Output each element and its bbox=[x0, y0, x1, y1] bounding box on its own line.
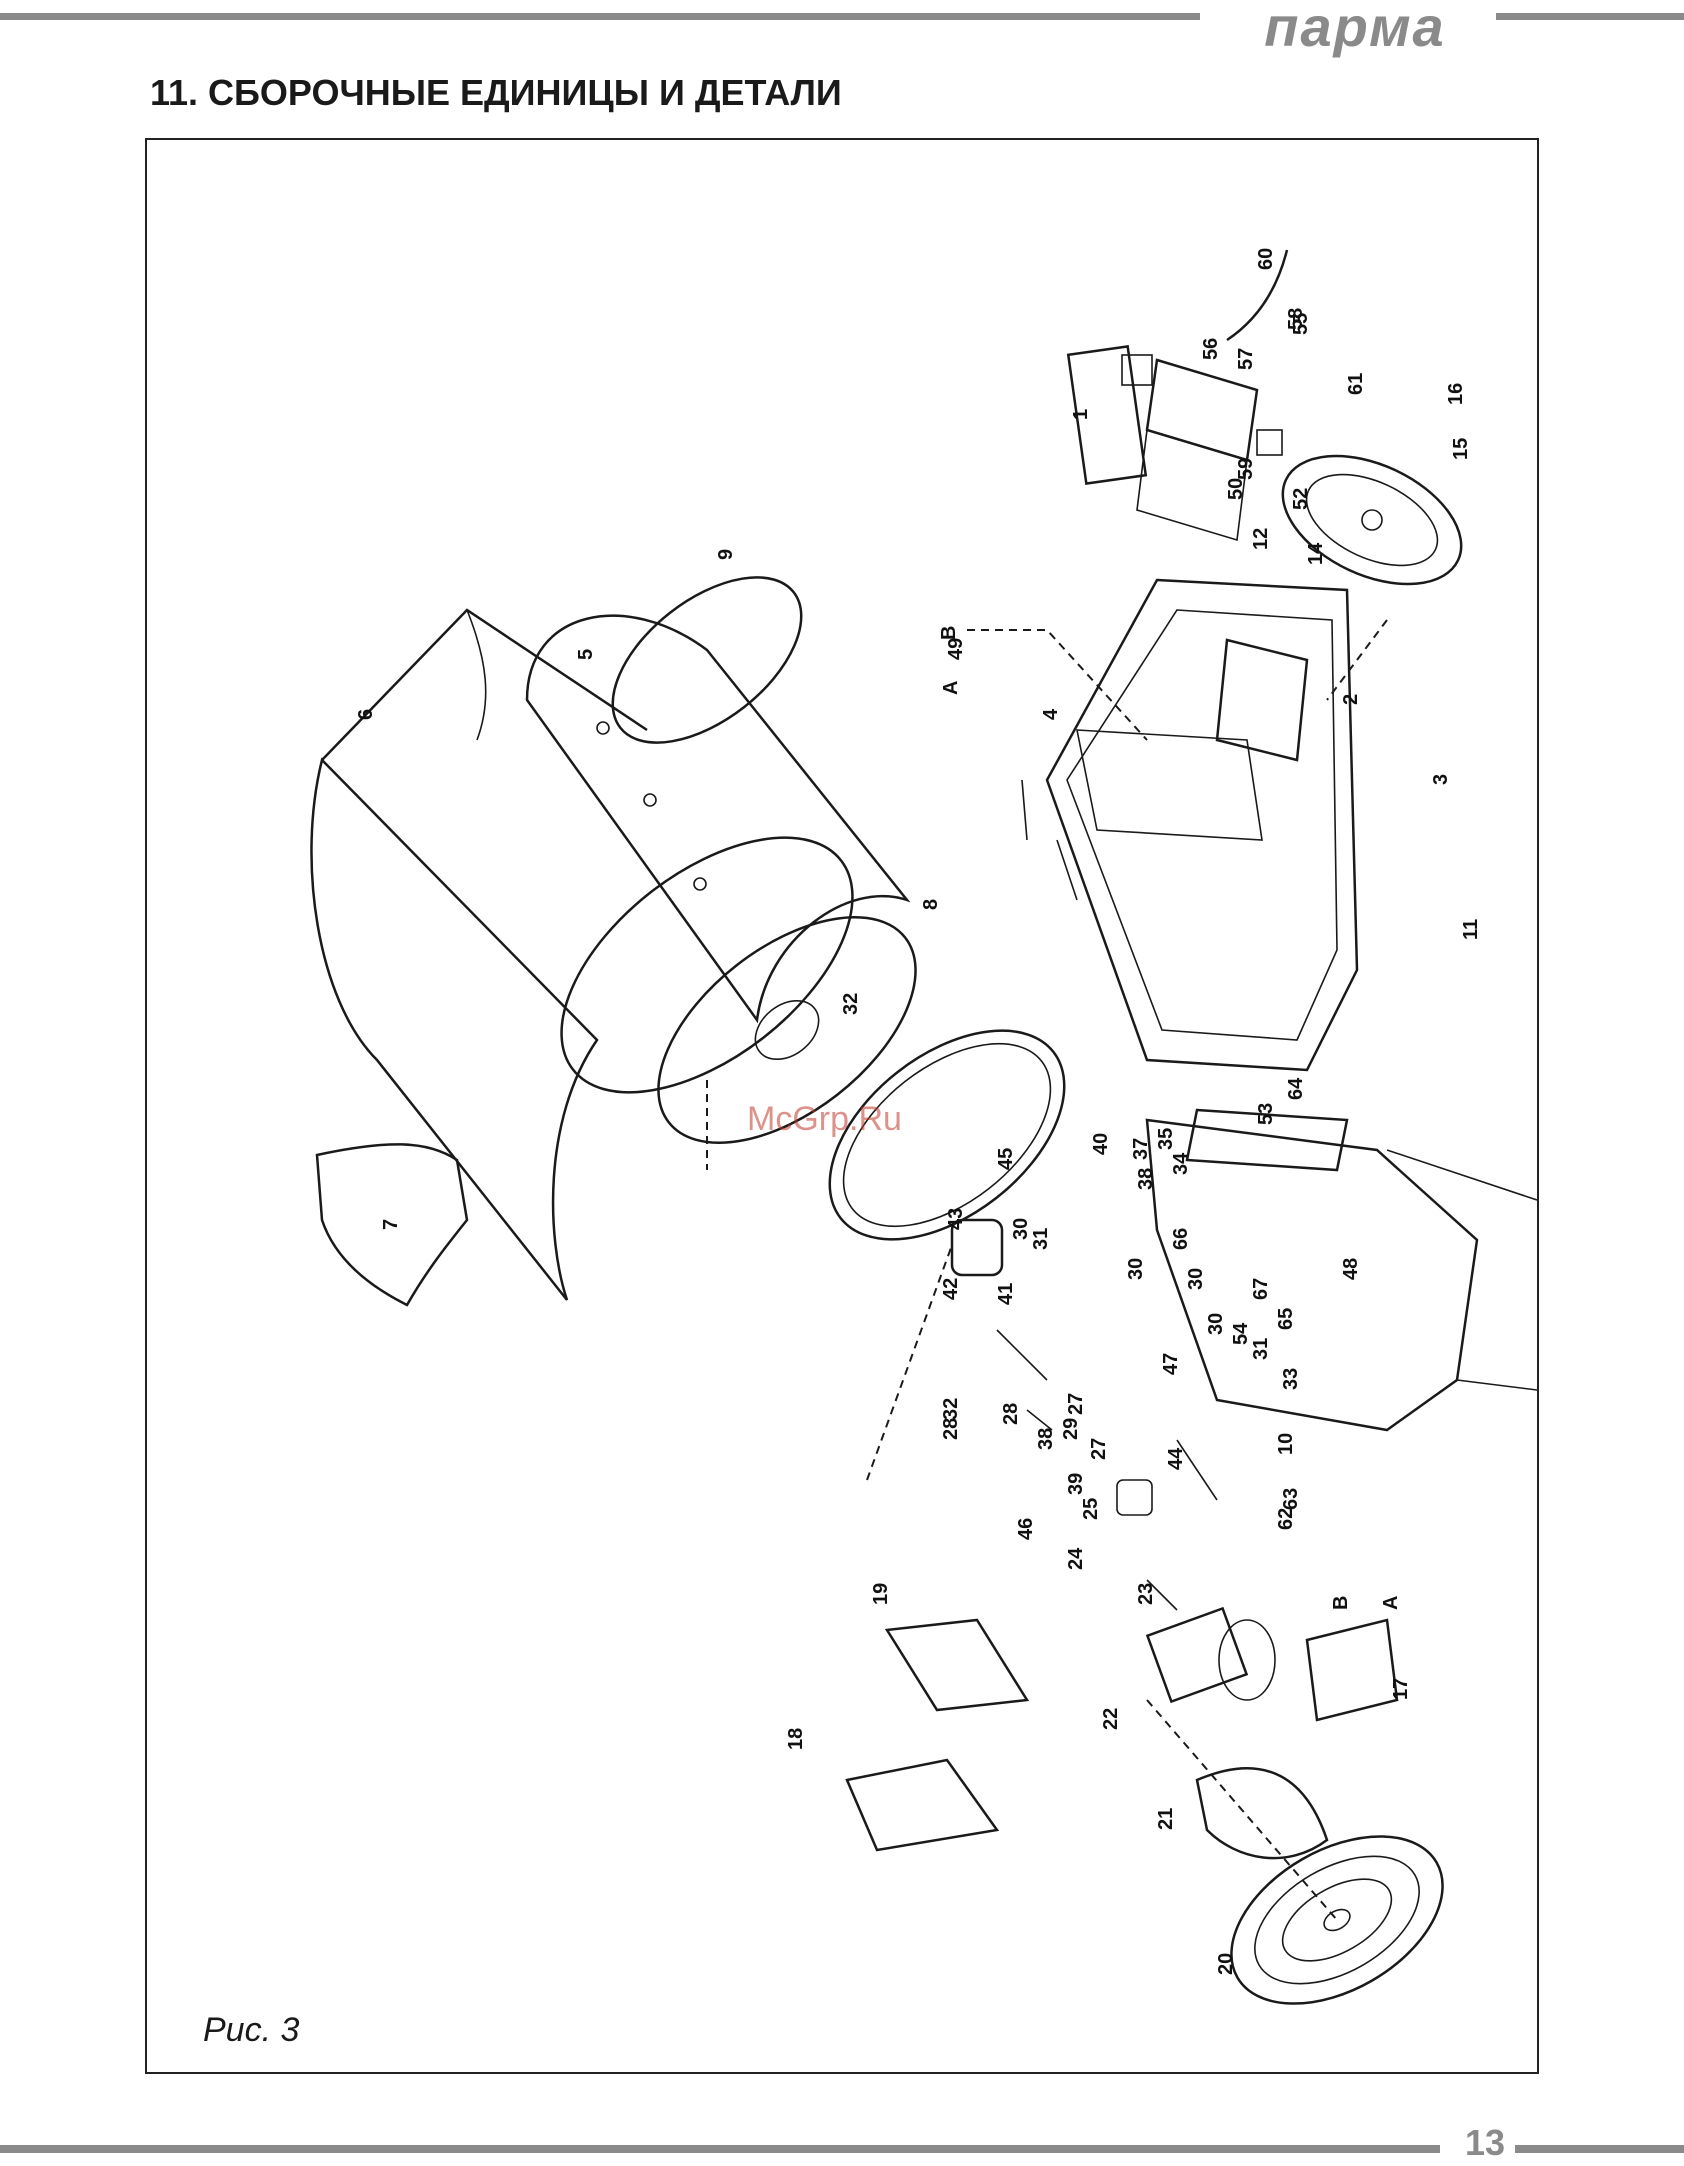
callout-label: 27 bbox=[1065, 1393, 1087, 1415]
callout-label: 61 bbox=[1345, 373, 1367, 395]
header-rule-left bbox=[0, 13, 1200, 20]
footer-rule-left bbox=[0, 2145, 1440, 2153]
callout-label: 2 bbox=[1340, 694, 1362, 705]
callout-label: 41 bbox=[995, 1283, 1017, 1305]
callout-label: 44 bbox=[1165, 1447, 1187, 1470]
callout-label: 10 bbox=[1275, 1433, 1297, 1455]
footer-rule-right bbox=[1515, 2145, 1684, 2153]
callout-label: А bbox=[940, 681, 962, 695]
callout-label: 67 bbox=[1250, 1278, 1272, 1300]
callout-label: 40 bbox=[1090, 1133, 1112, 1155]
callout-label: 3 bbox=[1430, 774, 1452, 785]
callout-label: В bbox=[938, 626, 960, 640]
callout-label: 18 bbox=[785, 1728, 807, 1750]
callout-label: 16 bbox=[1445, 383, 1467, 405]
callout-label: 60 bbox=[1255, 248, 1277, 270]
callout-label: 15 bbox=[1450, 438, 1472, 460]
callout-label: 35 bbox=[1155, 1128, 1177, 1150]
callout-label: 50 bbox=[1225, 478, 1247, 500]
callout-label: 11 bbox=[1460, 919, 1482, 940]
callout-label: 34 bbox=[1170, 1152, 1192, 1175]
callout-label: 12 bbox=[1250, 528, 1272, 550]
callout-label: 42 bbox=[940, 1278, 962, 1300]
callout-label: 64 bbox=[1285, 1077, 1307, 1100]
callout-label: 54 bbox=[1230, 1322, 1252, 1345]
callout-label: 37 bbox=[1130, 1138, 1152, 1160]
callout-label: 57 bbox=[1235, 348, 1257, 370]
callout-label: 19 bbox=[870, 1583, 892, 1605]
callout-label: 8 bbox=[920, 899, 942, 910]
callout-label: 43 bbox=[945, 1208, 967, 1230]
callout-label: 45 bbox=[995, 1148, 1017, 1170]
figure-caption: Рис. 3 bbox=[203, 2011, 299, 2050]
callout-label: 32 bbox=[840, 993, 862, 1015]
callout-label: 4 bbox=[1040, 708, 1062, 720]
callout-label: 52 bbox=[1290, 488, 1312, 510]
callout-label: 9 bbox=[715, 549, 737, 560]
header-rule-right bbox=[1496, 13, 1684, 20]
callout-label: 58 bbox=[1285, 308, 1307, 330]
callout-label: 17 bbox=[1390, 1678, 1412, 1700]
callout-label: 28 bbox=[1000, 1403, 1022, 1425]
callout-label: 31 bbox=[1250, 1338, 1272, 1360]
callout-label: 62 bbox=[1275, 1508, 1297, 1530]
callout-label: 59 bbox=[1235, 458, 1257, 480]
callout-label: 27 bbox=[1088, 1438, 1110, 1460]
callout-label: 20 bbox=[1215, 1953, 1237, 1975]
callout-label: 1 bbox=[1070, 409, 1092, 420]
brand-logo: парма bbox=[1225, 0, 1485, 59]
callout-label: 65 bbox=[1275, 1308, 1297, 1330]
callout-label: 53 bbox=[1255, 1103, 1277, 1125]
page-number: 13 bbox=[1455, 2122, 1515, 2164]
callout-label: 30 bbox=[1205, 1313, 1227, 1335]
callout-label: 38 bbox=[1035, 1428, 1057, 1450]
callout-label: 47 bbox=[1160, 1353, 1182, 1375]
callout-label: 29 bbox=[1060, 1418, 1082, 1440]
callout-label: 7 bbox=[380, 1219, 402, 1230]
callout-label: 30 bbox=[1010, 1218, 1032, 1240]
callout-labels: 1234567891011121415161718192021222324252… bbox=[147, 140, 1537, 2072]
callout-label: 33 bbox=[1280, 1368, 1302, 1390]
callout-label: 22 bbox=[1100, 1708, 1122, 1730]
callout-label: 49 bbox=[945, 638, 967, 660]
callout-label: 30 bbox=[1125, 1258, 1147, 1280]
callout-label: 21 bbox=[1155, 1808, 1177, 1830]
callout-label: А bbox=[1380, 1596, 1402, 1610]
callout-label: 28 bbox=[940, 1418, 962, 1440]
callout-label: 38 bbox=[1135, 1168, 1157, 1190]
callout-label: 31 bbox=[1030, 1228, 1052, 1250]
callout-label: 25 bbox=[1080, 1498, 1102, 1520]
callout-label: 56 bbox=[1200, 338, 1222, 360]
callout-label: 30 bbox=[1185, 1268, 1207, 1290]
callout-label: 14 bbox=[1305, 542, 1327, 565]
section-title: 11. СБОРОЧНЫЕ ЕДИНИЦЫ И ДЕТАЛИ bbox=[150, 72, 842, 114]
callout-label: 6 bbox=[355, 709, 377, 720]
callout-label: 39 bbox=[1065, 1473, 1087, 1495]
callout-label: В bbox=[1330, 1596, 1352, 1610]
callout-label: 48 bbox=[1340, 1258, 1362, 1280]
callout-label: 24 bbox=[1065, 1547, 1087, 1570]
callout-label: 5 bbox=[575, 649, 597, 660]
callout-label: 32 bbox=[940, 1398, 962, 1420]
callout-label: 66 bbox=[1170, 1228, 1192, 1250]
callout-label: 23 bbox=[1135, 1583, 1157, 1605]
callout-label: 46 bbox=[1015, 1518, 1037, 1540]
callout-label: 63 bbox=[1280, 1488, 1302, 1510]
